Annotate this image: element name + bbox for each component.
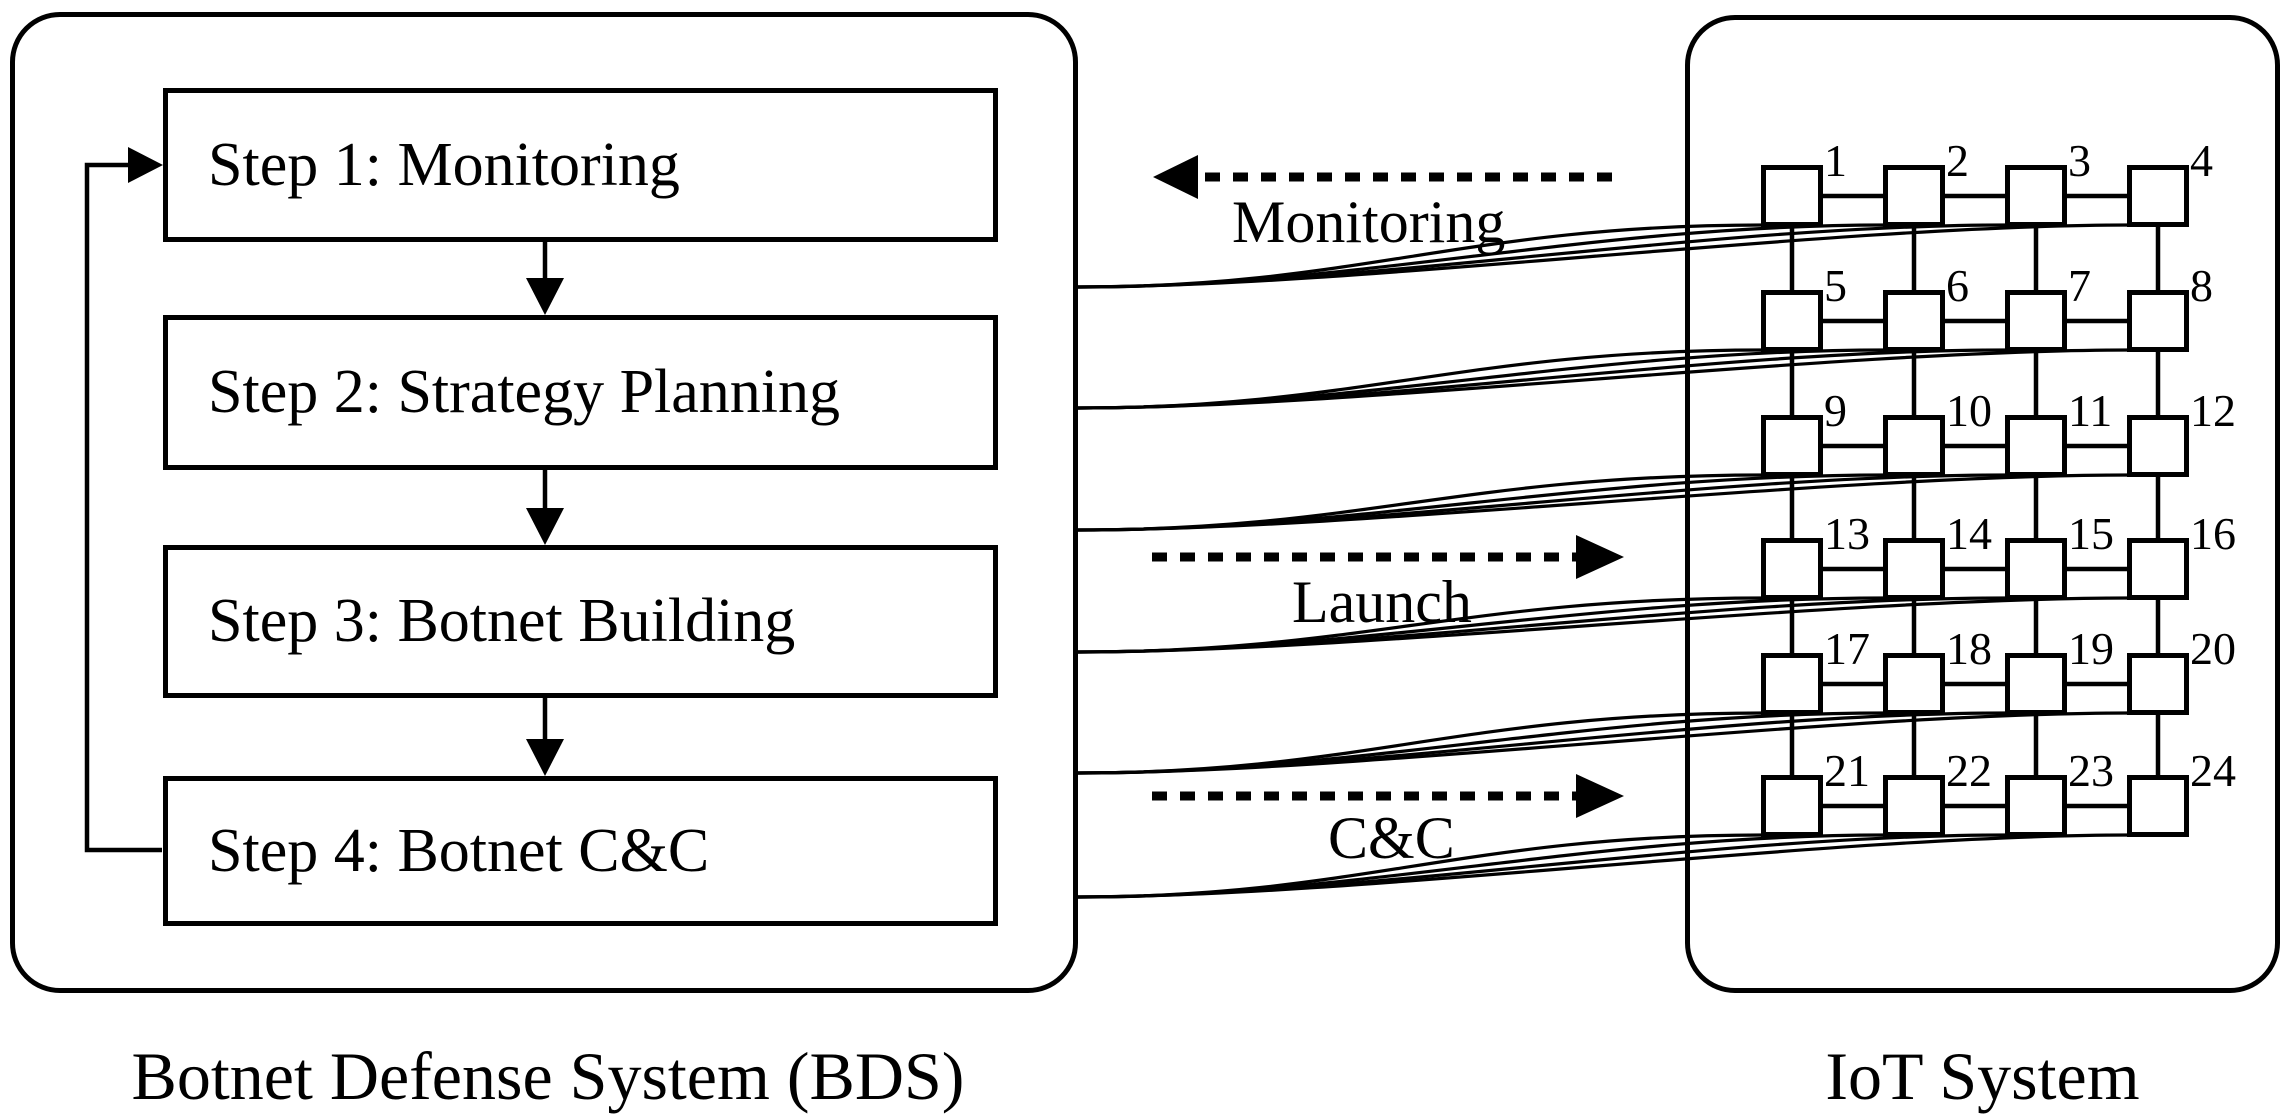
iot-node: 6 bbox=[1883, 263, 1969, 352]
iot-node-label: 11 bbox=[2068, 385, 2113, 436]
launch-flow-label: Launch bbox=[1292, 569, 1472, 635]
iot-node-label: 3 bbox=[2068, 135, 2091, 186]
iot-node-label: 5 bbox=[1824, 260, 1847, 311]
iot-node: 7 bbox=[2005, 263, 2091, 352]
iot-node: 21 bbox=[1761, 748, 1870, 837]
iot-node: 22 bbox=[1883, 748, 1992, 837]
iot-node-label: 13 bbox=[1824, 508, 1870, 559]
iot-node: 1 bbox=[1761, 138, 1847, 227]
bds-iot-link-curve bbox=[1077, 473, 2131, 532]
iot-node-label: 20 bbox=[2190, 623, 2236, 674]
iot-node-label: 23 bbox=[2068, 745, 2114, 796]
iot-node-label: 10 bbox=[1946, 385, 1992, 436]
monitoring-flow-label: Monitoring bbox=[1232, 189, 1506, 255]
iot-node-label: 9 bbox=[1824, 385, 1847, 436]
bds-step-4-box: Step 4: Botnet C&C bbox=[163, 776, 998, 926]
bds-iot-link-curve bbox=[1077, 348, 2131, 410]
iot-node-label: 24 bbox=[2190, 745, 2236, 796]
bds-iot-link-curve bbox=[1077, 711, 2131, 775]
iot-node: 2 bbox=[1883, 138, 1969, 227]
bds-step-2-box: Step 2: Strategy Planning bbox=[163, 315, 998, 470]
iot-node-label: 17 bbox=[1824, 623, 1870, 674]
cnc-flow-label: C&C bbox=[1328, 805, 1455, 871]
iot-node-label: 21 bbox=[1824, 745, 1870, 796]
bds-iot-link-curve bbox=[1077, 833, 2131, 899]
bds-iot-link-curve bbox=[1077, 596, 2131, 654]
iot-node-label: 8 bbox=[2190, 260, 2213, 311]
cnc-arrowhead bbox=[1576, 774, 1624, 818]
bds-step-2-label: Step 2: Strategy Planning bbox=[208, 358, 841, 426]
iot-node-label: 4 bbox=[2190, 135, 2213, 186]
feedback-loop-line bbox=[84, 162, 162, 853]
bds-step-1-box: Step 1: Monitoring bbox=[163, 88, 998, 242]
bds-step-1-label: Step 1: Monitoring bbox=[208, 130, 680, 199]
bds-container-box bbox=[10, 12, 1078, 993]
iot-node: 19 bbox=[2005, 626, 2114, 715]
iot-node: 3 bbox=[2005, 138, 2091, 227]
bds-step-4-label: Step 4: Botnet C&C bbox=[208, 816, 710, 885]
iot-container-box bbox=[1685, 15, 2280, 993]
iot-node: 13 bbox=[1761, 511, 1870, 600]
iot-node-label: 7 bbox=[2068, 260, 2091, 311]
iot-node: 20 bbox=[2127, 626, 2236, 715]
iot-node: 17 bbox=[1761, 626, 1870, 715]
launch-arrowhead bbox=[1576, 535, 1624, 579]
bds-step-3-box: Step 3: Botnet Building bbox=[163, 545, 998, 698]
iot-node: 18 bbox=[1883, 626, 1992, 715]
iot-node-label: 16 bbox=[2190, 508, 2236, 559]
bds-iot-link-curve bbox=[1077, 223, 2131, 289]
iot-node-label: 2 bbox=[1946, 135, 1969, 186]
step1-step2-arrowhead bbox=[526, 278, 564, 315]
iot-node: 10 bbox=[1883, 388, 1992, 477]
iot-caption: IoT System bbox=[1825, 1038, 2140, 1114]
bds-iot-link-curves bbox=[1077, 223, 2131, 899]
monitoring-arrowhead bbox=[1153, 155, 1198, 199]
iot-node: 5 bbox=[1761, 263, 1847, 352]
step2-step3-arrowhead bbox=[526, 508, 564, 545]
iot-node-label: 6 bbox=[1946, 260, 1969, 311]
iot-node-label: 1 bbox=[1824, 135, 1847, 186]
iot-node-label: 12 bbox=[2190, 385, 2236, 436]
iot-node-label: 14 bbox=[1946, 508, 1992, 559]
iot-node: 14 bbox=[1883, 511, 1992, 600]
iot-node-label: 18 bbox=[1946, 623, 1992, 674]
iot-grid-connectors bbox=[1789, 193, 2161, 809]
feedback-loop-arrowhead bbox=[128, 147, 163, 183]
iot-node: 15 bbox=[2005, 511, 2114, 600]
iot-node: 16 bbox=[2127, 511, 2236, 600]
iot-node: 12 bbox=[2127, 388, 2236, 477]
bds-step-3-label: Step 3: Botnet Building bbox=[208, 587, 796, 655]
iot-node-label: 19 bbox=[2068, 623, 2114, 674]
iot-node: 11 bbox=[2005, 388, 2112, 477]
iot-node: 4 bbox=[2127, 138, 2213, 227]
iot-node-label: 22 bbox=[1946, 745, 1992, 796]
bds-caption: Botnet Defense System (BDS) bbox=[131, 1038, 965, 1114]
step3-step4-arrowhead bbox=[526, 739, 564, 776]
iot-node-label: 15 bbox=[2068, 508, 2114, 559]
iot-node: 9 bbox=[1761, 388, 1847, 477]
iot-node: 8 bbox=[2127, 263, 2213, 352]
iot-node: 23 bbox=[2005, 748, 2114, 837]
iot-node: 24 bbox=[2127, 748, 2236, 837]
